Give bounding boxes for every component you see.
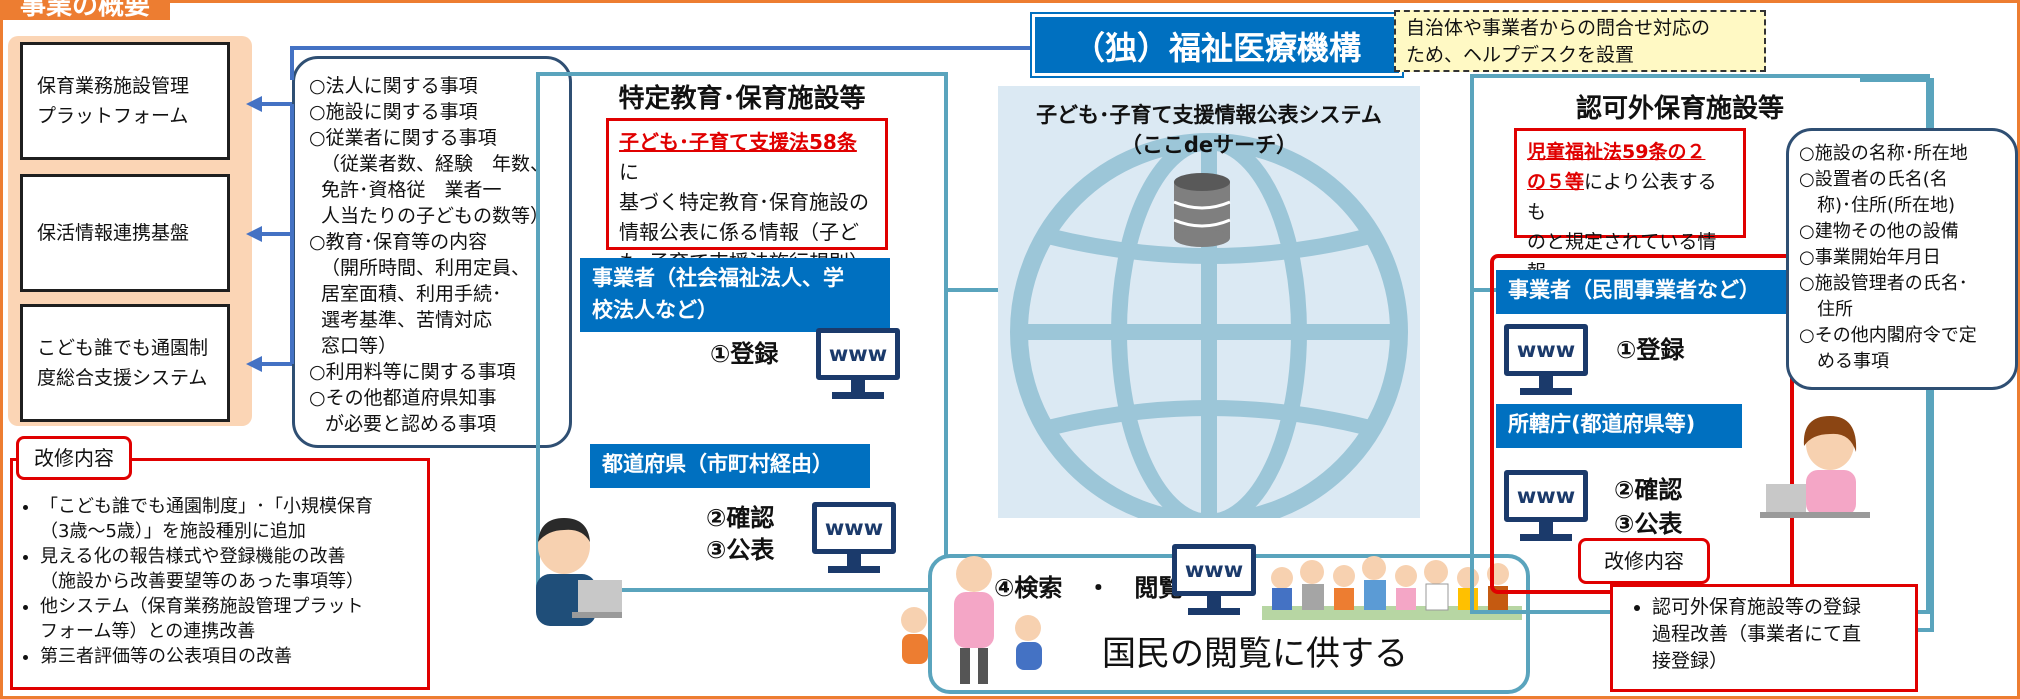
right-kaishu-box xyxy=(1610,584,1918,692)
ninkagai-title: 認可外保育施設等 xyxy=(1575,94,1784,124)
right-kaishu-label: 改修内容 xyxy=(1578,538,1710,584)
www-monitor-icon: www xyxy=(1504,470,1588,541)
left-kaishu-box xyxy=(10,458,430,690)
tokutei-law-link[interactable]: 子ども･子育て支援法58条 xyxy=(619,130,857,154)
org-box: （独）福祉医療機構 xyxy=(1032,14,1402,76)
tokutei-law-box: 子ども･子育て支援法58条に 基づく特定教育･保育施設の 情報公表に係る情報（子… xyxy=(606,118,888,274)
tokutei-confirm: ②確認 xyxy=(706,504,775,532)
www-monitor-icon: www xyxy=(816,328,900,399)
ninkagai-publish: ③公表 xyxy=(1614,510,1683,538)
ninkagai-operator: 事業者（民間事業者など） xyxy=(1496,270,1788,314)
crowd-icon xyxy=(1262,556,1522,620)
list-item: 第三者評価等の公表項目の改善 xyxy=(40,644,422,669)
ninkagai-confirm: ②確認 xyxy=(1614,476,1683,504)
staff-person-icon xyxy=(536,518,622,626)
tokutei-register: ①登録 xyxy=(710,340,779,368)
public-caption: 国民の閲覧に供する xyxy=(1102,634,1408,674)
ninkagai-register: ①登録 xyxy=(1616,336,1685,364)
left-kaishu-list: 「こども誰でも通園制度」･「小規模保育 （3歳～5歳）」を施設種別に追加 見える… xyxy=(18,494,422,669)
left-info-bubble: ○法人に関する事項○施設に関する事項○従業者に関する事項 （従業者数、経験 年数… xyxy=(292,56,572,448)
tokutei-publish: ③公表 xyxy=(706,536,775,564)
right-info-bubble: ○施設の名称･所在地○設置者の氏名(名 称)･住所(所在地) ○建物その他の設備… xyxy=(1786,128,2018,390)
ninkagai-jurisdiction: 所轄庁(都道府県等) xyxy=(1496,404,1742,448)
right-kaishu-list: 認可外保育施設等の登録 過程改善（事業者にて直 接登録） xyxy=(1630,594,1910,675)
search-browse: ④検索 ・ 閲覧 xyxy=(994,574,1183,602)
tokutei-operator: 事業者（社会福祉法人、学 校法人など） xyxy=(580,258,890,332)
woman-at-laptop-icon xyxy=(1760,416,1870,518)
left-kaishu-label: 改修内容 xyxy=(16,436,132,480)
page-title: 事業の概要 xyxy=(0,0,171,21)
list-item: 「こども誰でも通園制度」･「小規模保育 （3歳～5歳）」を施設種別に追加 xyxy=(40,494,422,544)
system-box-1: 保育業務施設管理 プラットフォーム xyxy=(20,42,230,160)
list-item: 他システム（保育業務施設管理プラット フォーム等）との連携改善 xyxy=(40,594,422,644)
database-icon xyxy=(1173,173,1231,247)
family-icon xyxy=(901,556,1042,684)
list-item: 見える化の報告様式や登録機能の改善 （施設から改善要望等のあった事項等） xyxy=(40,544,422,594)
tokutei-prefecture: 都道府県（市町村経由） xyxy=(590,444,870,488)
www-monitor-icon: www xyxy=(1504,324,1588,395)
tokutei-title: 特定教育･保育施設等 xyxy=(618,84,866,114)
system-box-3: こども誰でも通園制 度総合支援システム xyxy=(20,304,230,422)
www-monitor-icon: www xyxy=(1172,544,1256,615)
system-box-2: 保活情報連携基盤 xyxy=(20,174,230,292)
tokutei-section xyxy=(536,72,948,592)
system-name: 子ども･子育て支援情報公表システム （ここdeサーチ） xyxy=(1036,103,1382,157)
www-monitor-icon: www xyxy=(812,502,896,573)
ninkagai-law-box: 児童福祉法59条の２ の５等により公表するも のと規定されている情報 xyxy=(1514,128,1746,283)
helpdesk-note: 自治体や事業者からの問合せ対応の ため、ヘルプデスクを設置 xyxy=(1394,10,1766,72)
ninkagai-law-link[interactable]: 児童福祉法59条の２ の５等 xyxy=(1527,141,1706,193)
list-item: 認可外保育施設等の登録 過程改善（事業者にて直 接登録） xyxy=(1652,594,1910,675)
